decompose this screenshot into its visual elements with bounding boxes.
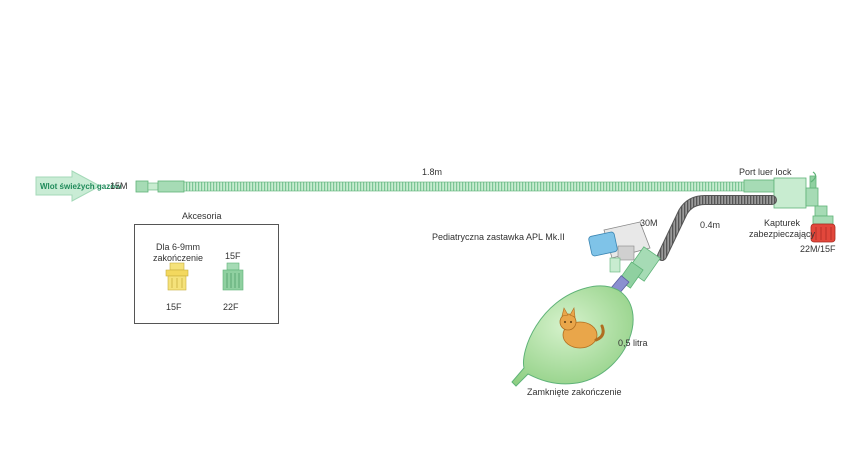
connector-15m-label: 15M	[110, 181, 128, 191]
fresh-gas-inlet-label: Wlot świeżych gazów	[40, 182, 122, 191]
patient-port-label: 22M/15F	[800, 244, 836, 254]
connector-30m-label: 30M	[640, 218, 658, 228]
tube-length-label: 1.8m	[422, 167, 443, 177]
apl-valve-label: Pediatryczna zastawka APL Mk.II	[432, 232, 565, 242]
accessory-15f-bottom: 15F	[166, 302, 182, 312]
accessory-22f-bottom: 22F	[223, 302, 239, 312]
red-cap-icon	[810, 215, 836, 243]
cap-label-line1: Kapturek	[763, 218, 801, 228]
bag-volume-label: 0,5 litra	[618, 338, 648, 348]
accessory-for-line1: Dla 6-9mm	[155, 242, 200, 252]
limb-length-label: 0.4m	[700, 220, 721, 230]
cat-illustration-icon	[559, 307, 605, 349]
fresh-gas-arrow-icon	[35, 170, 102, 202]
luer-lock-port	[773, 171, 828, 217]
accessory-15f-top: 15F	[225, 251, 241, 261]
accessory-for-line2: zakończenie	[152, 253, 204, 263]
main-tube	[135, 179, 775, 193]
apl-valve-icon	[588, 221, 661, 295]
accessories-box	[134, 224, 279, 324]
accessories-title: Akcesoria	[182, 211, 222, 221]
limb-tube	[657, 195, 777, 261]
closed-end-label: Zamknięte zakończenie	[527, 387, 622, 397]
luer-port-label: Port luer lock	[739, 167, 792, 177]
yellow-adapter-icon	[165, 262, 189, 291]
cap-label-line2: zabezpieczający	[748, 229, 816, 239]
green-adapter-icon	[222, 262, 244, 291]
